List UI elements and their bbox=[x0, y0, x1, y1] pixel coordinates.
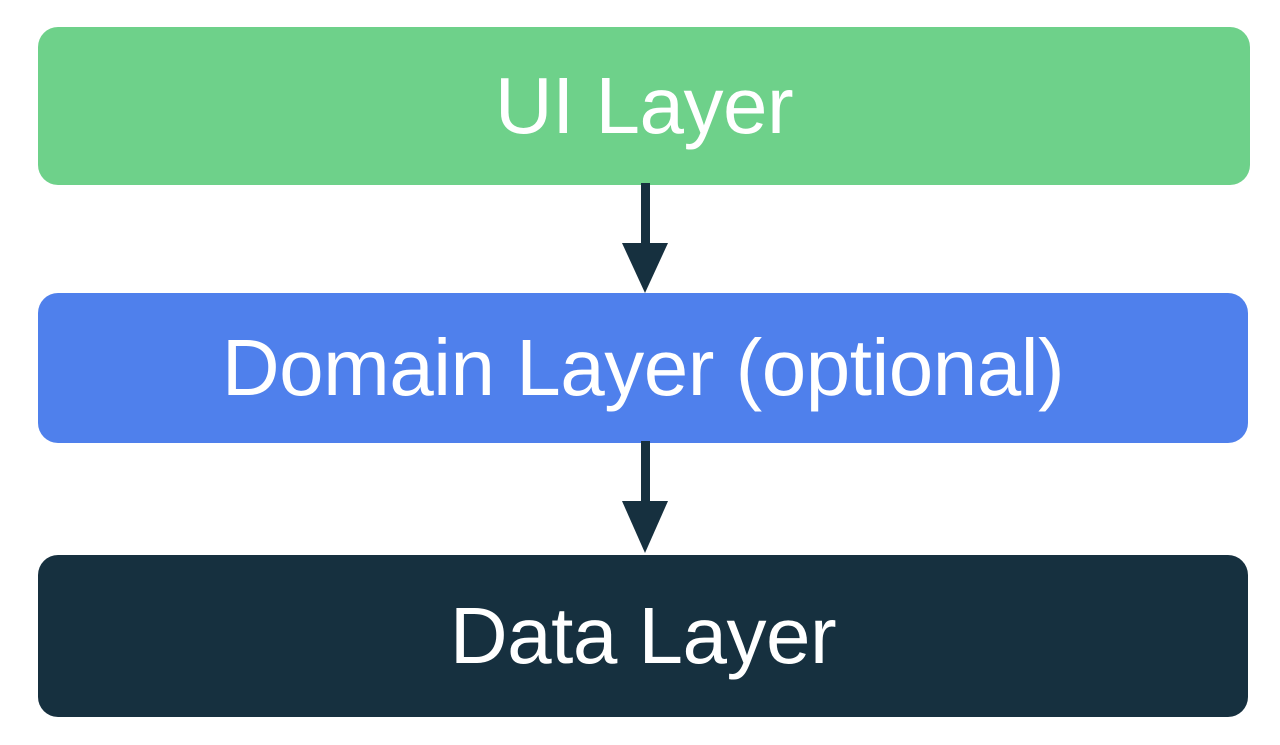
ui-layer-box[interactable]: UI Layer bbox=[38, 27, 1250, 185]
arrow-domain-to-data bbox=[617, 441, 673, 555]
ui-layer-label: UI Layer bbox=[494, 61, 794, 150]
arrow-ui-to-domain bbox=[617, 183, 673, 295]
arrow-ui-to-domain-icon bbox=[622, 183, 668, 293]
data-layer-box[interactable]: Data Layer bbox=[38, 555, 1248, 717]
arrow-domain-to-data-icon bbox=[622, 441, 668, 553]
domain-layer-label: Domain Layer (optional) bbox=[221, 323, 1065, 412]
domain-layer-box[interactable]: Domain Layer (optional) bbox=[38, 293, 1248, 443]
data-layer-label: Data Layer bbox=[449, 591, 837, 680]
